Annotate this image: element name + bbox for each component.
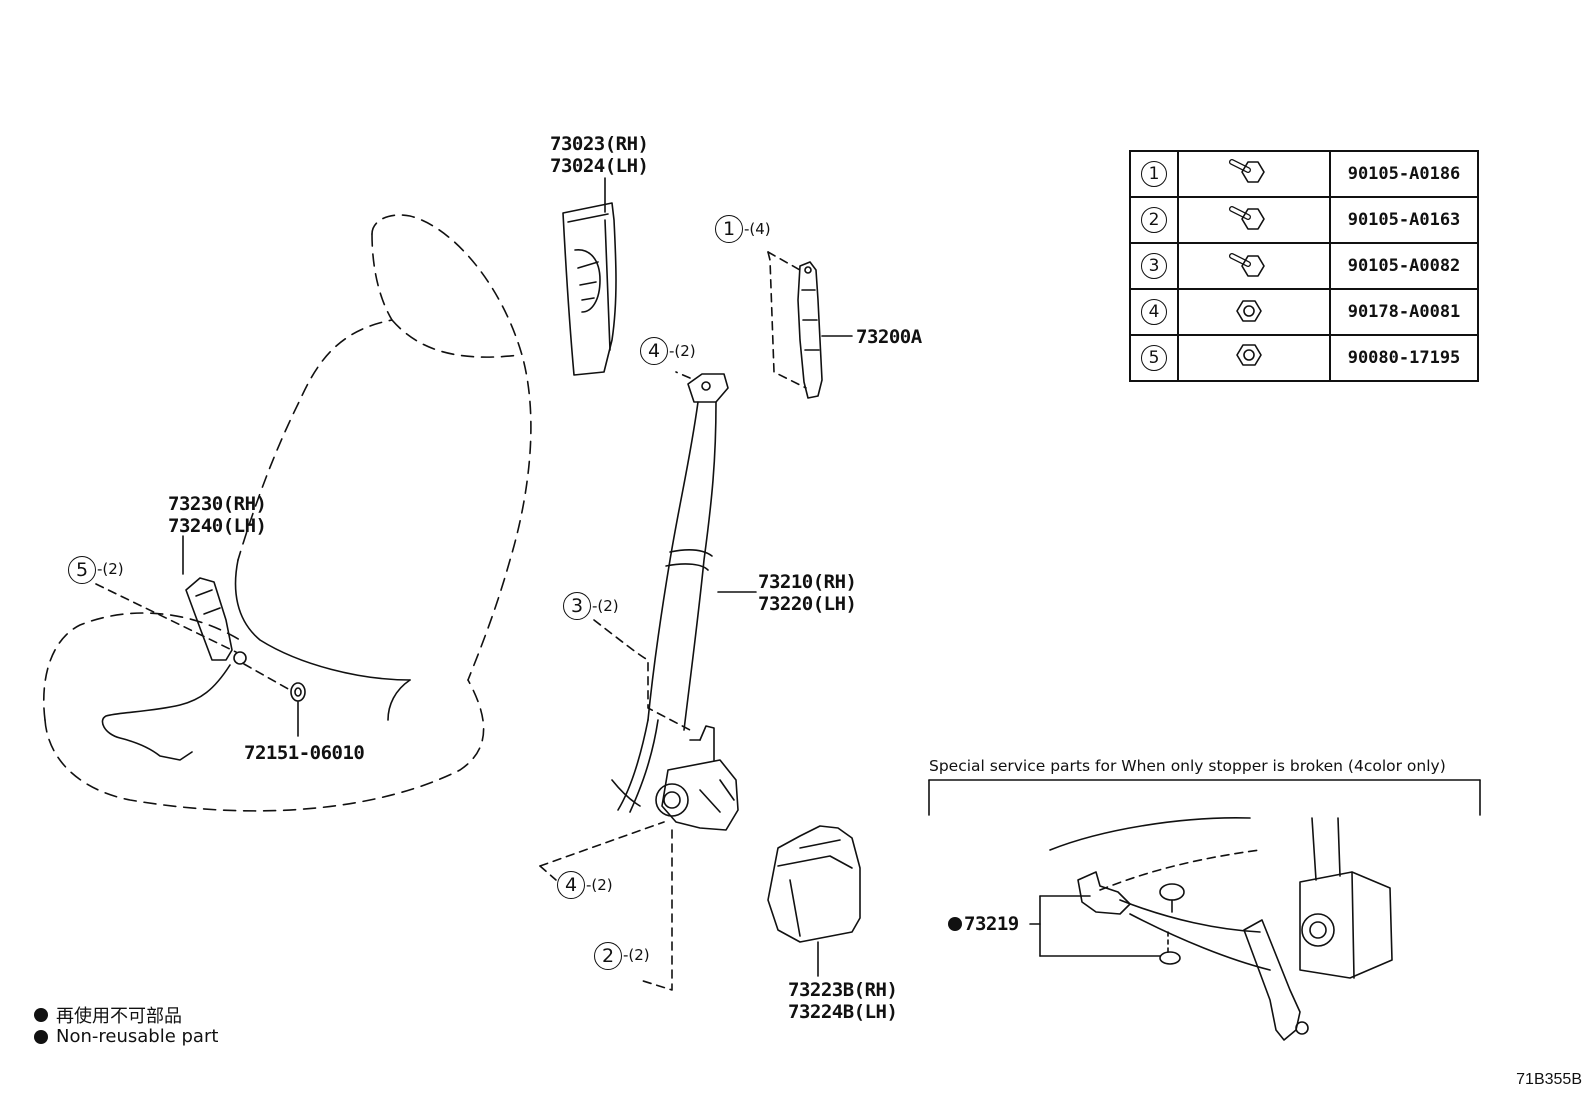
fastener-leaders — [95, 371, 691, 991]
table-row: 5 90080-17195 — [1129, 334, 1479, 382]
fastener-table: 1 90105-A0186 2 90105-A0163 3 90105-A008… — [1129, 150, 1479, 382]
washer-drawing — [290, 682, 306, 702]
fastener-qty-3: -(2) — [592, 597, 619, 615]
retractor-drawing — [655, 725, 739, 831]
fastener-qty-1: -(4) — [744, 220, 771, 238]
callout-retractor-cover-lh[interactable]: 73224B(LH) — [788, 1001, 898, 1023]
nut-icon — [1177, 288, 1331, 336]
adjuster-drawing — [797, 261, 823, 399]
ref-number: 3 — [1141, 253, 1167, 279]
leader-adjuster-dashed — [767, 251, 807, 389]
callout-stopper[interactable]: 73219 — [948, 913, 1019, 935]
buckle-drawing — [101, 577, 247, 761]
fastener-qty-4-bottom: -(2) — [586, 876, 613, 894]
pillar-cover-drawing — [562, 202, 617, 376]
bolt-washer-icon — [1177, 196, 1331, 244]
fastener-qty-4-top: -(2) — [669, 342, 696, 360]
fastener-qty-5: -(2) — [97, 560, 124, 578]
callout-belt-lh[interactable]: 73220(LH) — [758, 593, 857, 615]
fastener-ref-1[interactable]: 1 — [715, 215, 743, 243]
callout-adjuster[interactable]: 73200A — [856, 326, 922, 348]
seat-solid-edges — [234, 559, 411, 721]
callout-cover-lh[interactable]: 73024(LH) — [550, 155, 649, 177]
retractor-cover-drawing — [767, 825, 861, 943]
bolt-washer-icon — [1177, 150, 1331, 198]
callout-retractor-cover-rh[interactable]: 73223B(RH) — [788, 979, 898, 1001]
callout-washer[interactable]: 72151-06010 — [244, 742, 365, 764]
callout-belt-rh[interactable]: 73210(RH) — [758, 571, 857, 593]
non-reusable-dot-icon — [34, 1008, 48, 1022]
ref-number: 2 — [1141, 207, 1167, 233]
part-number: 90080-17195 — [1329, 334, 1479, 382]
seat-belt-drawing — [611, 373, 729, 813]
fastener-ref-2[interactable]: 2 — [594, 942, 622, 970]
stopper-inset-drawing — [1049, 817, 1393, 1041]
part-number: 90105-A0082 — [1329, 242, 1479, 290]
non-reusable-dot-icon — [34, 1029, 48, 1044]
ref-number: 5 — [1141, 345, 1167, 371]
part-number: 90105-A0163 — [1329, 196, 1479, 244]
special-parts-bracket — [928, 779, 1481, 816]
fastener-ref-4-top[interactable]: 4 — [640, 337, 668, 365]
ref-number: 1 — [1141, 161, 1167, 187]
callout-buckle-rh[interactable]: 73230(RH) — [168, 493, 267, 515]
special-parts-note: Special service parts for When only stop… — [929, 757, 1446, 775]
legend-jp: 再使用不可部品 — [34, 1002, 182, 1028]
callout-stopper-text: 73219 — [964, 913, 1019, 935]
legend-en: Non-reusable part — [34, 1026, 218, 1047]
ref-number: 4 — [1141, 299, 1167, 325]
figure-code: 71B355B — [1516, 1071, 1582, 1088]
legend-jp-text: 再使用不可部品 — [56, 1006, 182, 1027]
bolt-washer-icon — [1177, 242, 1331, 290]
callout-buckle-lh[interactable]: 73240(LH) — [168, 515, 267, 537]
seat-outline — [42, 214, 532, 812]
fastener-ref-4-bottom[interactable]: 4 — [557, 871, 585, 899]
fastener-ref-5[interactable]: 5 — [68, 556, 96, 584]
fastener-ref-3[interactable]: 3 — [563, 592, 591, 620]
legend-en-text: Non-reusable part — [56, 1026, 219, 1047]
non-reusable-dot-icon — [948, 917, 962, 931]
table-row: 3 90105-A0082 — [1129, 242, 1479, 290]
table-row: 2 90105-A0163 — [1129, 196, 1479, 244]
nut-icon — [1177, 334, 1331, 382]
part-number: 90178-A0081 — [1329, 288, 1479, 336]
table-row: 4 90178-A0081 — [1129, 288, 1479, 336]
callout-cover-rh[interactable]: 73023(RH) — [550, 133, 649, 155]
part-number: 90105-A0186 — [1329, 150, 1479, 198]
table-row: 1 90105-A0186 — [1129, 150, 1479, 198]
fastener-qty-2: -(2) — [623, 946, 650, 964]
